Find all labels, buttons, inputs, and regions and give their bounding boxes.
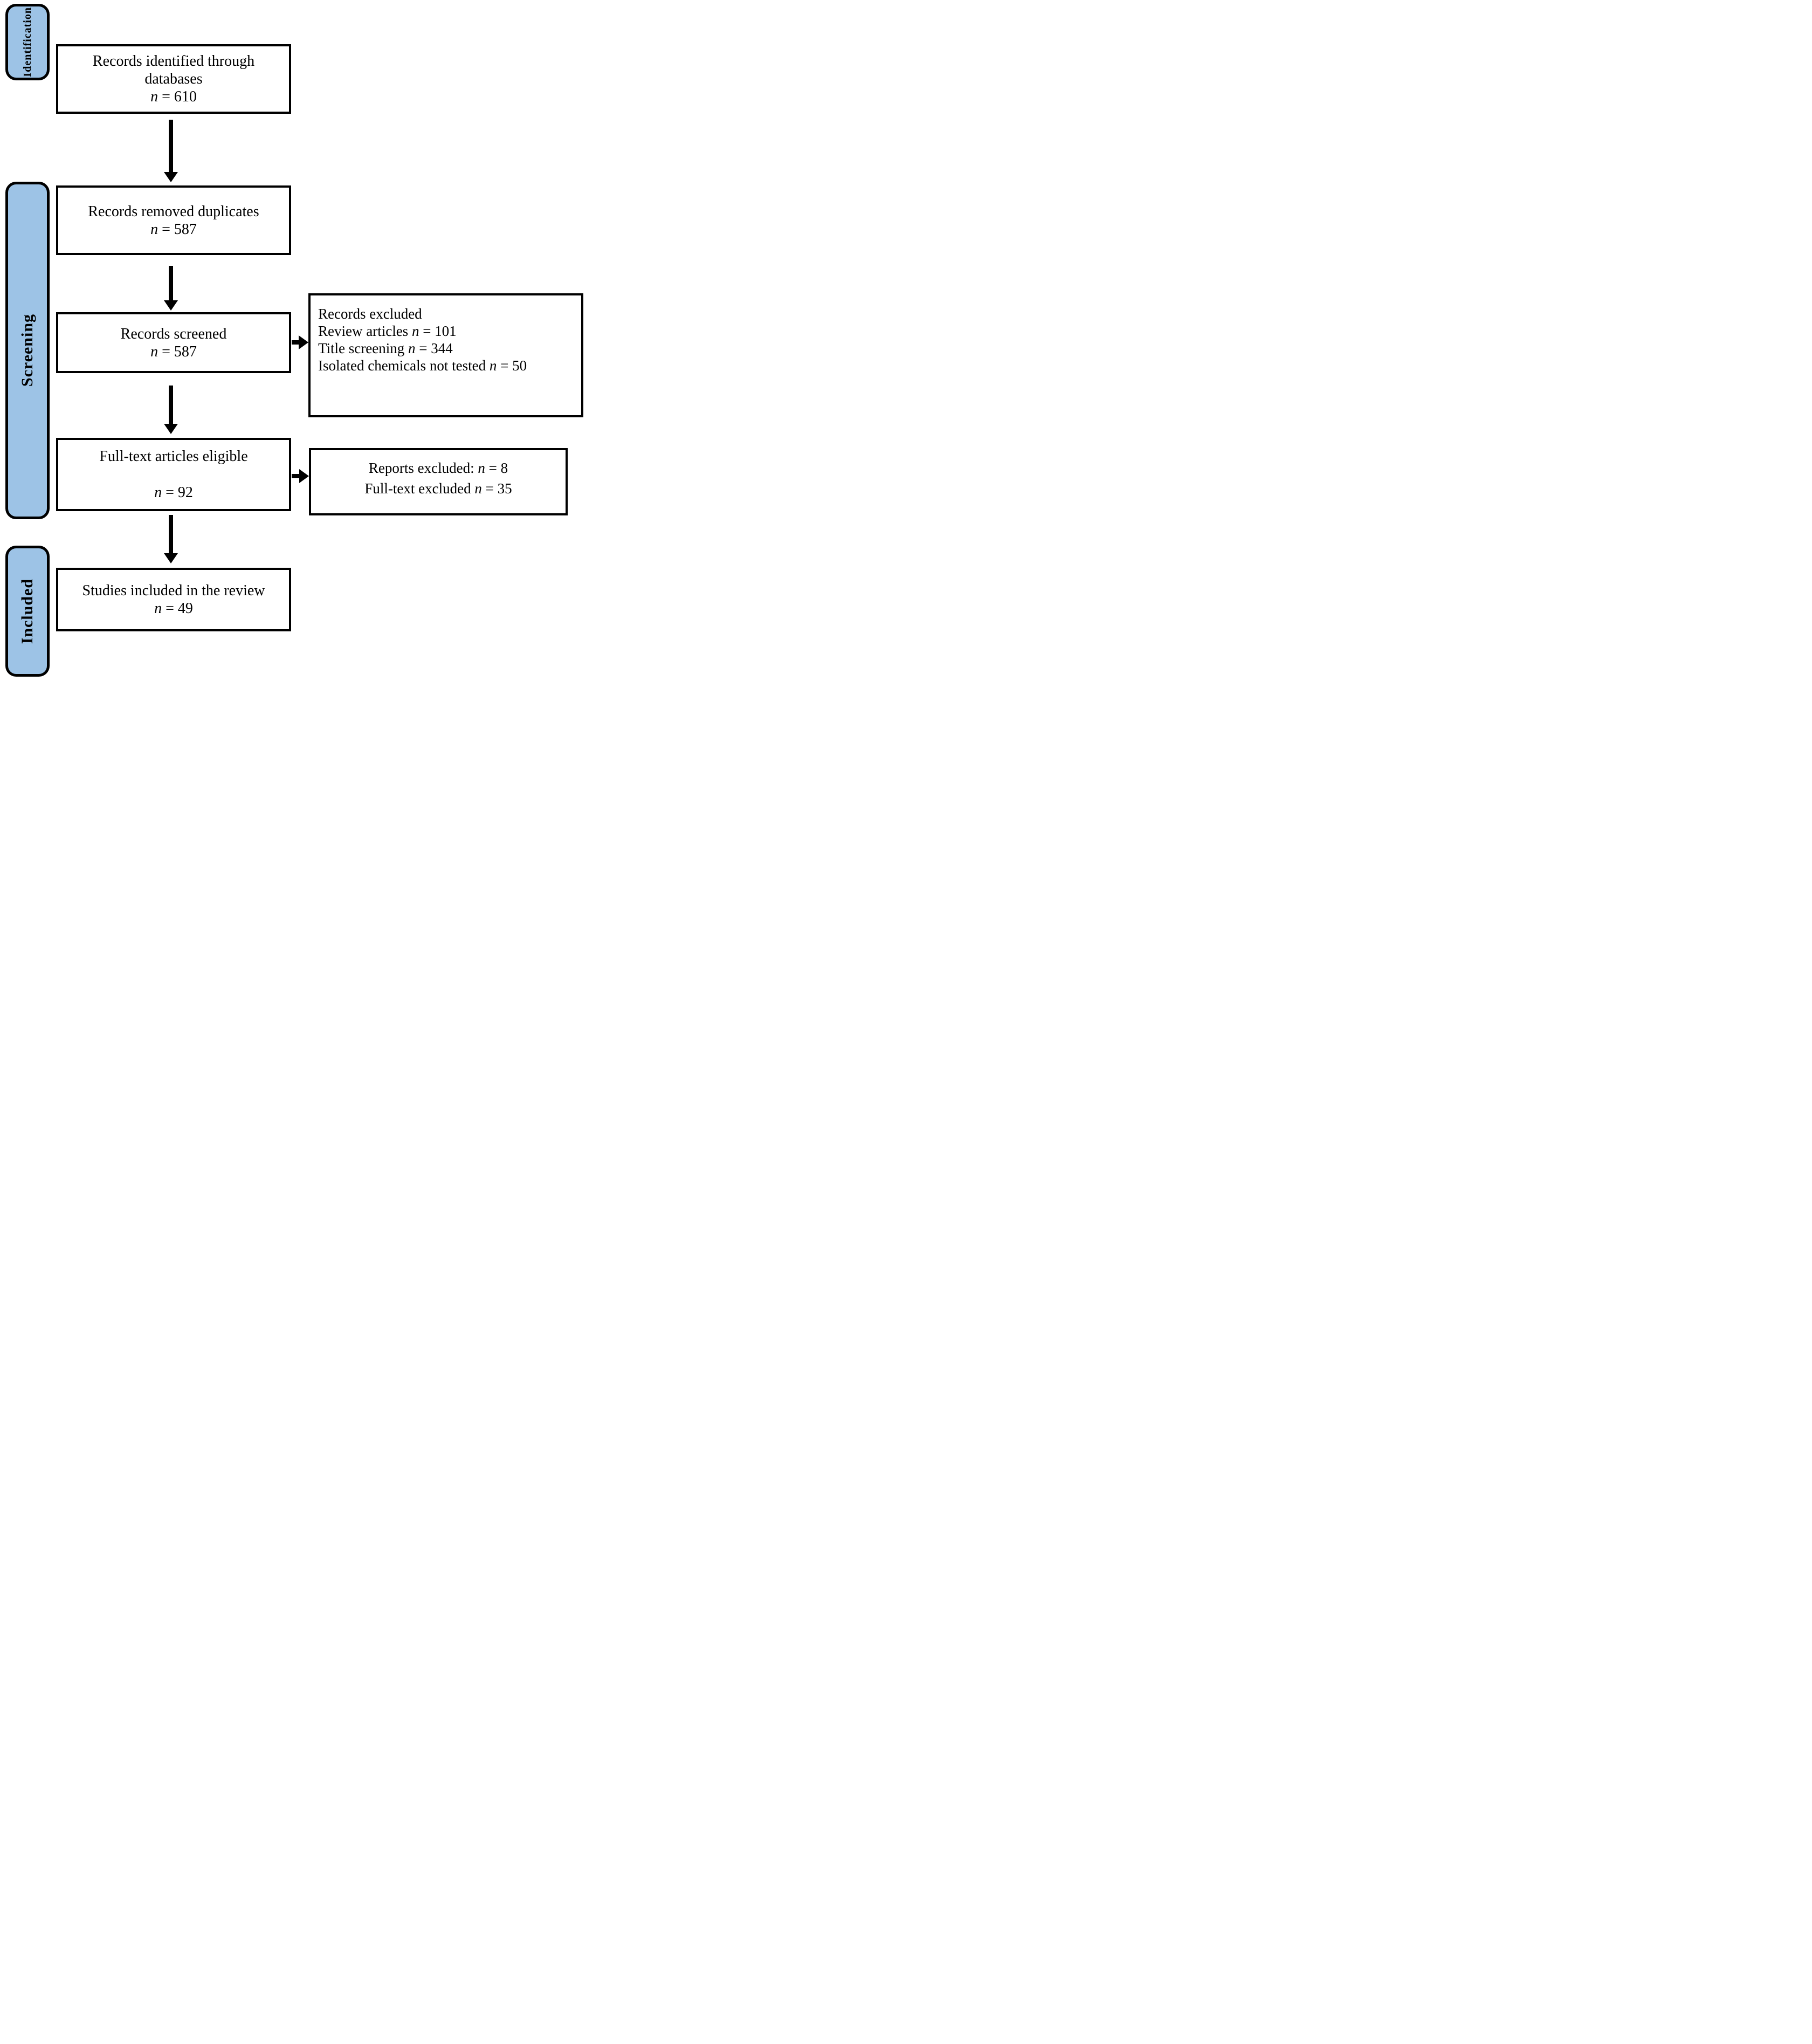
n-symbol: n bbox=[150, 221, 159, 238]
box-title-line: Records removed duplicates bbox=[88, 203, 259, 220]
n-value: = 50 bbox=[497, 357, 527, 374]
box-count-line: n = 92 bbox=[154, 484, 193, 501]
box-count-line: n = 49 bbox=[154, 600, 193, 617]
arrow-right-2 bbox=[292, 469, 309, 483]
n-symbol: n bbox=[154, 484, 162, 501]
exclusion-line: Title screening n = 344 bbox=[318, 340, 577, 357]
arrow-head-icon bbox=[164, 300, 178, 311]
arrow-down-4 bbox=[164, 515, 178, 563]
stage-identification: Identification bbox=[5, 4, 50, 80]
box-title-line: Records identified through bbox=[92, 53, 255, 70]
flow-box-studies-included: Studies included in the review n = 49 bbox=[56, 568, 291, 631]
box-title-line: Records screened bbox=[120, 325, 227, 342]
arrow-down-1 bbox=[164, 120, 178, 182]
box-count-line: n = 587 bbox=[150, 343, 197, 361]
exclusion-line: Isolated chemicals not tested n = 50 bbox=[318, 357, 577, 374]
exclusion-text: Reports excluded: bbox=[368, 460, 478, 476]
exclusion-text: Records excluded bbox=[318, 306, 422, 322]
n-value: = 49 bbox=[162, 600, 193, 617]
flow-box-fulltext-eligible: Full-text articles eligible n = 92 bbox=[56, 438, 291, 511]
n-symbol: n bbox=[150, 88, 159, 105]
arrow-head-icon bbox=[299, 469, 309, 483]
n-symbol: n bbox=[408, 340, 416, 356]
arrow-down-2 bbox=[164, 266, 178, 311]
n-value: = 92 bbox=[162, 484, 193, 501]
n-value: = 587 bbox=[158, 343, 197, 360]
exclusion-text: Full-text excluded bbox=[364, 480, 475, 497]
n-value: = 101 bbox=[419, 323, 457, 339]
arrow-shaft bbox=[292, 474, 299, 478]
arrow-head-icon bbox=[299, 335, 308, 349]
arrow-shaft bbox=[292, 340, 299, 345]
arrow-shaft bbox=[169, 266, 173, 300]
arrow-head-icon bbox=[164, 553, 178, 563]
n-symbol: n bbox=[478, 460, 485, 476]
n-symbol: n bbox=[154, 600, 162, 617]
flow-box-records-removed-duplicates: Records removed duplicates n = 587 bbox=[56, 185, 291, 255]
flow-box-records-screened: Records screened n = 587 bbox=[56, 312, 291, 373]
arrow-down-3 bbox=[164, 386, 178, 434]
box-title-line: Full-text articles eligible bbox=[99, 448, 248, 465]
arrow-shaft bbox=[169, 515, 173, 553]
exclusion-text: Review articles bbox=[318, 323, 412, 339]
n-value: = 35 bbox=[481, 480, 512, 497]
n-symbol: n bbox=[489, 357, 497, 374]
box-title-line: Studies included in the review bbox=[82, 582, 265, 599]
prisma-flow-diagram: Identification Screening Included Record… bbox=[0, 0, 604, 682]
n-value: = 587 bbox=[158, 221, 197, 238]
n-symbol: n bbox=[150, 343, 159, 360]
arrow-shaft bbox=[169, 120, 173, 172]
box-count-line: n = 587 bbox=[150, 221, 197, 238]
stage-screening: Screening bbox=[5, 182, 50, 519]
exclusion-line: Review articles n = 101 bbox=[318, 322, 577, 340]
exclusion-box-reports-excluded: Reports excluded: n = 8 Full-text exclud… bbox=[309, 448, 568, 515]
box-count-line: n = 610 bbox=[150, 88, 197, 106]
n-symbol: n bbox=[474, 480, 482, 497]
n-value: = 344 bbox=[415, 340, 453, 356]
arrow-right-1 bbox=[292, 335, 308, 349]
exclusion-line: Full-text excluded n = 35 bbox=[314, 478, 562, 499]
exclusion-line: Records excluded bbox=[318, 305, 577, 322]
flow-box-records-identified: Records identified through databases n =… bbox=[56, 44, 291, 114]
stage-included: Included bbox=[5, 546, 50, 677]
exclusion-box-records-excluded: Records excluded Review articles n = 101… bbox=[308, 293, 583, 417]
n-value: = 610 bbox=[158, 88, 197, 105]
exclusion-text: Isolated chemicals not tested bbox=[318, 357, 490, 374]
exclusion-line: Reports excluded: n = 8 bbox=[314, 458, 562, 478]
arrow-head-icon bbox=[164, 424, 178, 434]
stage-label-identification: Identification bbox=[21, 7, 33, 77]
stage-label-included: Included bbox=[18, 578, 36, 644]
stage-label-screening: Screening bbox=[18, 314, 36, 387]
box-title-line: databases bbox=[144, 71, 203, 87]
n-symbol: n bbox=[411, 323, 419, 339]
exclusion-text: Title screening bbox=[318, 340, 408, 356]
n-value: = 8 bbox=[485, 460, 508, 476]
arrow-shaft bbox=[169, 386, 173, 424]
arrow-head-icon bbox=[164, 172, 178, 182]
